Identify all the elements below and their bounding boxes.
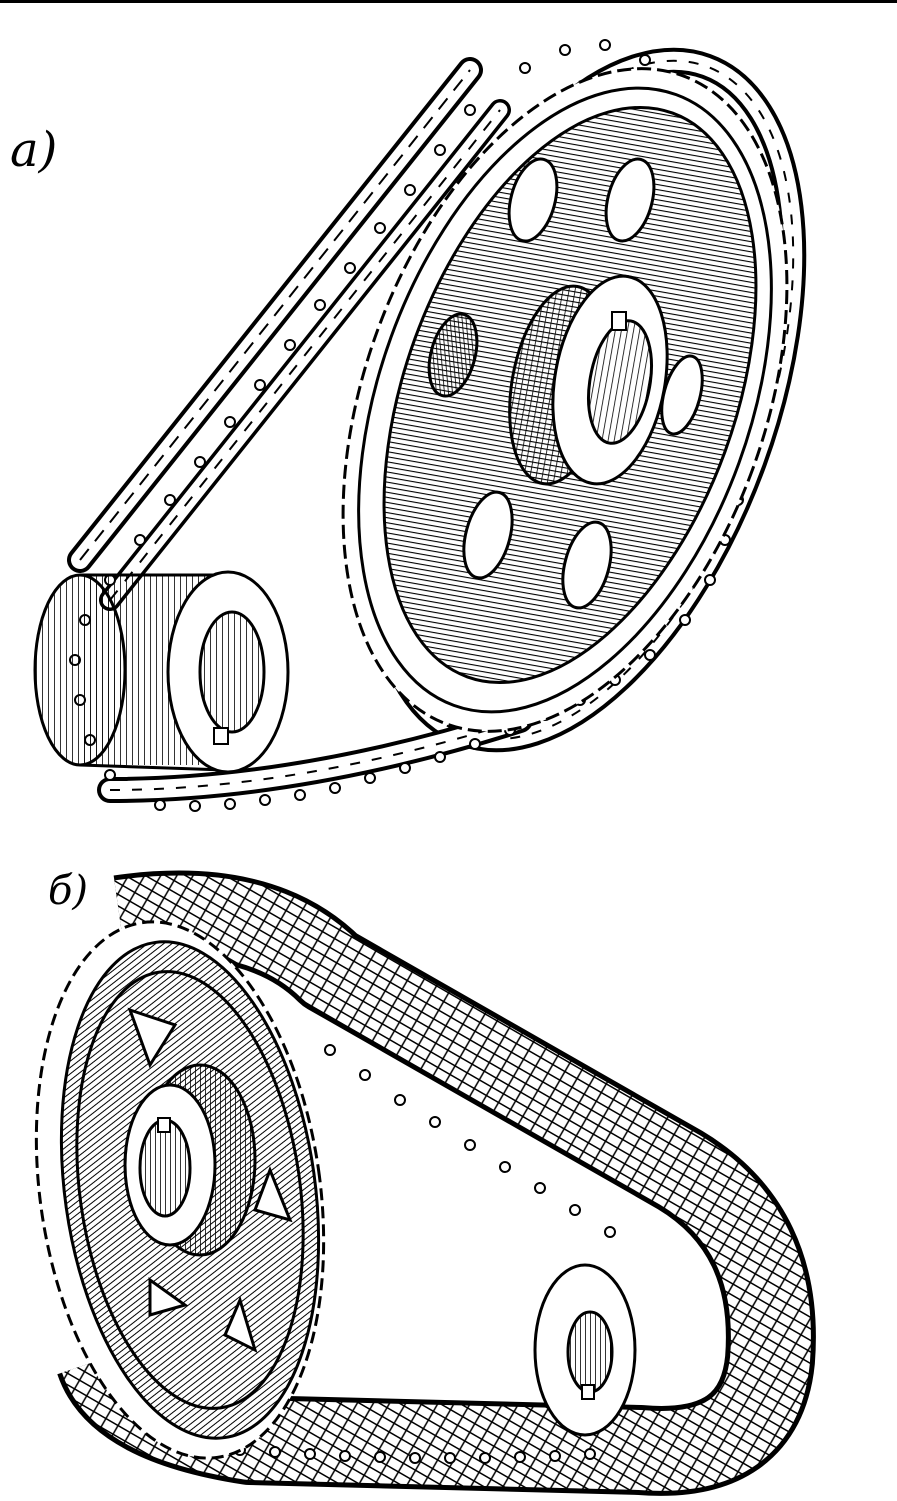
small-sprocket-b: [533, 1263, 637, 1437]
figure-b-toothed-chain-drive: б): [0, 860, 897, 1501]
top-border-line: [0, 0, 897, 3]
figure-label-b: б): [48, 868, 89, 914]
figure-a-roller-chain-drive: а): [10, 39, 807, 812]
figure-a-svg: [33, 39, 807, 812]
large-sprocket-b: [34, 920, 326, 1460]
small-sprocket-a: [33, 570, 290, 774]
large-sprocket-a: [341, 67, 789, 733]
figure-label-a: а): [10, 122, 58, 178]
figure-b-svg: [34, 870, 816, 1496]
